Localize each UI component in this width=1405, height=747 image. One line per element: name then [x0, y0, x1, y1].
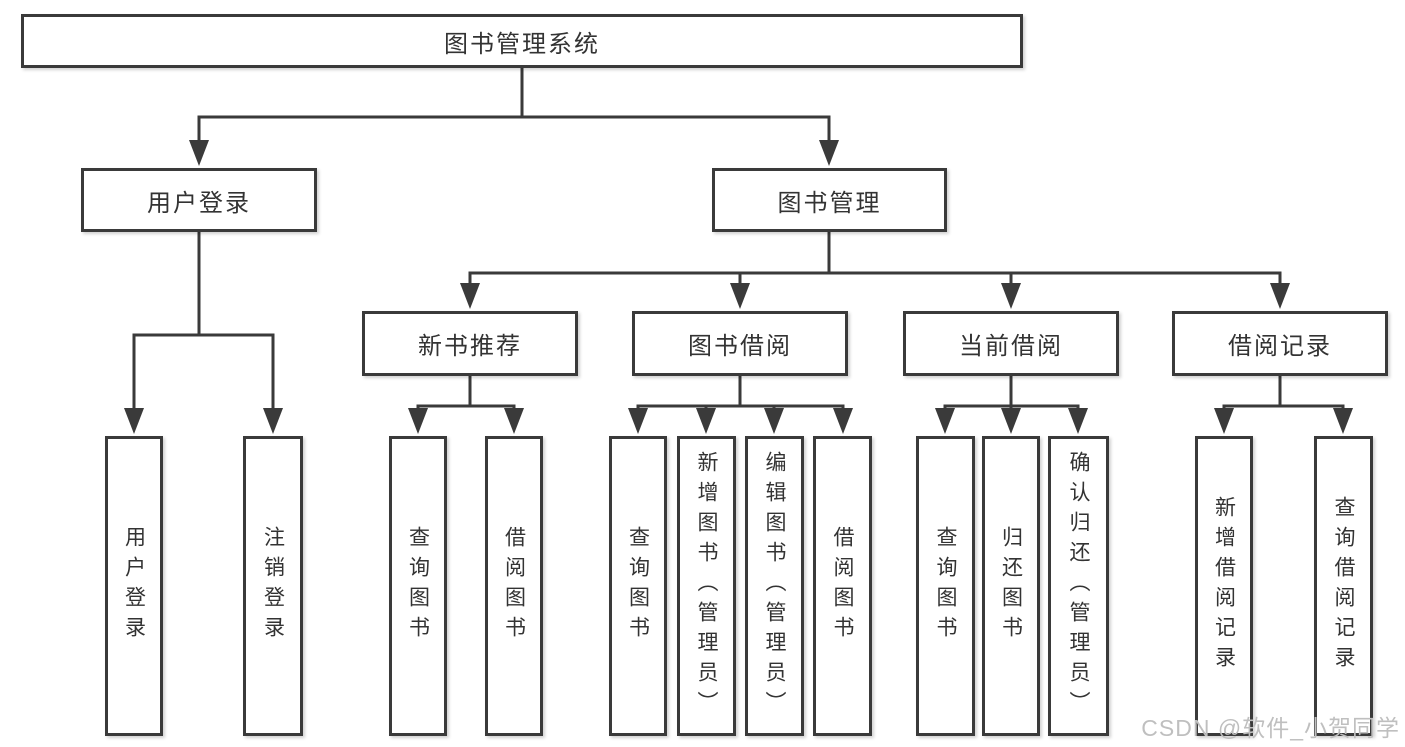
arrowheads: [124, 140, 1353, 434]
leaf-label: 注销登录: [261, 526, 285, 646]
node-label: 新书推荐: [418, 333, 522, 360]
leaf-label: 查询借阅记录: [1332, 496, 1355, 676]
leaf-label: 确认归还（管理员）: [1067, 451, 1090, 721]
leaf-confirm-return-admin: 确认归还（管理员）: [1048, 436, 1109, 736]
leaf-query-books-current: 查询图书: [916, 436, 975, 736]
leaf-label: 借阅图书: [502, 526, 526, 646]
node-new-book-recommendation: 新书推荐: [362, 311, 578, 376]
watermark: CSDN @软件_小贺同学: [1141, 715, 1400, 741]
leaf-label: 查询图书: [626, 526, 650, 646]
node-book-borrowing: 图书借阅: [632, 311, 848, 376]
node-current-borrowing: 当前借阅: [903, 311, 1119, 376]
leaf-borrow-books-newbook: 借阅图书: [485, 436, 543, 736]
leaf-borrow-books: 借阅图书: [813, 436, 872, 736]
leaf-label: 新增借阅记录: [1212, 496, 1236, 676]
node-label: 图书借阅: [688, 333, 792, 360]
leaf-return-book: 归还图书: [982, 436, 1040, 736]
leaf-label: 查询图书: [934, 526, 957, 646]
leaf-logout: 注销登录: [243, 436, 303, 736]
node-label: 当前借阅: [959, 333, 1063, 360]
leaf-user-login: 用户登录: [105, 436, 163, 736]
node-label: 图书管理系统: [444, 30, 600, 58]
leaf-add-book-admin: 新增图书（管理员）: [677, 436, 736, 736]
leaf-label: 查询图书: [406, 526, 430, 646]
leaf-query-books-newbook: 查询图书: [389, 436, 447, 736]
leaf-label: 借阅图书: [831, 526, 854, 646]
node-root-system: 图书管理系统: [21, 14, 1023, 68]
leaf-label: 新增图书（管理员）: [695, 451, 718, 721]
leaf-label: 用户登录: [122, 526, 146, 646]
leaf-add-borrow-record: 新增借阅记录: [1195, 436, 1253, 736]
leaf-label: 归还图书: [999, 526, 1023, 646]
node-label: 借阅记录: [1228, 333, 1332, 360]
node-label: 用户登录: [147, 189, 251, 217]
node-label: 图书管理: [777, 189, 882, 217]
leaf-query-borrow-record: 查询借阅记录: [1314, 436, 1373, 736]
node-user-login: 用户登录: [81, 168, 317, 232]
leaf-label: 编辑图书（管理员）: [763, 451, 786, 721]
leaf-edit-book-admin: 编辑图书（管理员）: [745, 436, 804, 736]
node-borrowing-records: 借阅记录: [1172, 311, 1388, 376]
leaf-query-books-borrowing: 查询图书: [609, 436, 667, 736]
node-book-management: 图书管理: [712, 168, 947, 232]
